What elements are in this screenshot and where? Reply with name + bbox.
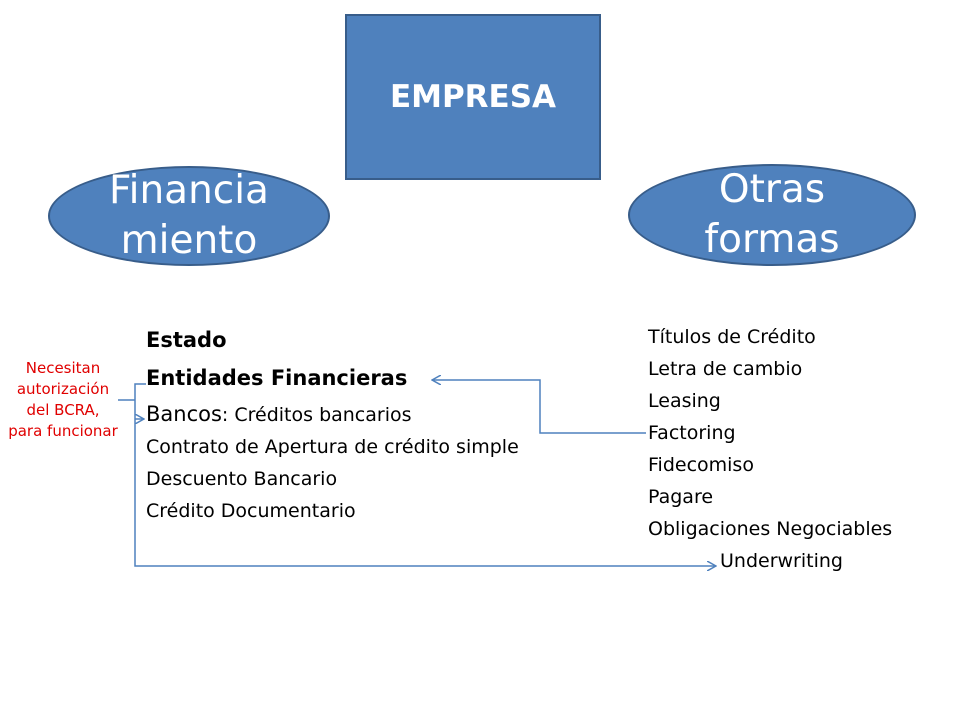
right-list: Títulos de Crédito Letra de cambio Leasi… xyxy=(648,321,892,577)
left-list: Estado Entidades Financieras Bancos: Cré… xyxy=(146,324,519,527)
right-item: Leasing xyxy=(648,390,721,412)
right-item: Pagare xyxy=(648,486,714,508)
empresa-box: EMPRESA xyxy=(345,14,601,180)
bancos-label: Bancos xyxy=(146,402,222,426)
financiamiento-label: Financia miento xyxy=(109,168,269,263)
bcra-note: Necesitan autorización del BCRA, para fu… xyxy=(0,358,126,442)
bracket-underwriting-arrow xyxy=(134,383,716,566)
right-item: Fidecomiso xyxy=(648,454,754,476)
right-item: Factoring xyxy=(648,422,736,444)
right-item: Letra de cambio xyxy=(648,358,803,380)
right-item: Obligaciones Negociables xyxy=(648,518,893,540)
underwriting-label: Underwriting xyxy=(720,550,843,572)
entidades-label: Entidades Financieras xyxy=(146,366,408,390)
financiamiento-ellipse: Financia miento xyxy=(48,166,330,266)
left-item: Contrato de Apertura de crédito simple xyxy=(146,436,519,458)
left-item: Descuento Bancario xyxy=(146,468,338,490)
left-item: Crédito Documentario xyxy=(146,500,356,522)
note-line: para funcionar xyxy=(8,422,118,440)
note-line: del BCRA, xyxy=(26,401,100,419)
otras-formas-label: Otras formas xyxy=(704,167,840,262)
estado-label: Estado xyxy=(146,328,227,352)
otras-formas-ellipse: Otras formas xyxy=(628,164,916,266)
note-line: Necesitan xyxy=(25,359,101,377)
factoring-to-entidades-arrow xyxy=(432,380,646,434)
bancos-line: Bancos: Créditos bancarios xyxy=(146,398,519,431)
note-line: autorización xyxy=(16,380,110,398)
bancos-text: : Créditos bancarios xyxy=(221,404,412,426)
right-item: Títulos de Crédito xyxy=(648,326,816,348)
empresa-label: EMPRESA xyxy=(389,79,557,115)
